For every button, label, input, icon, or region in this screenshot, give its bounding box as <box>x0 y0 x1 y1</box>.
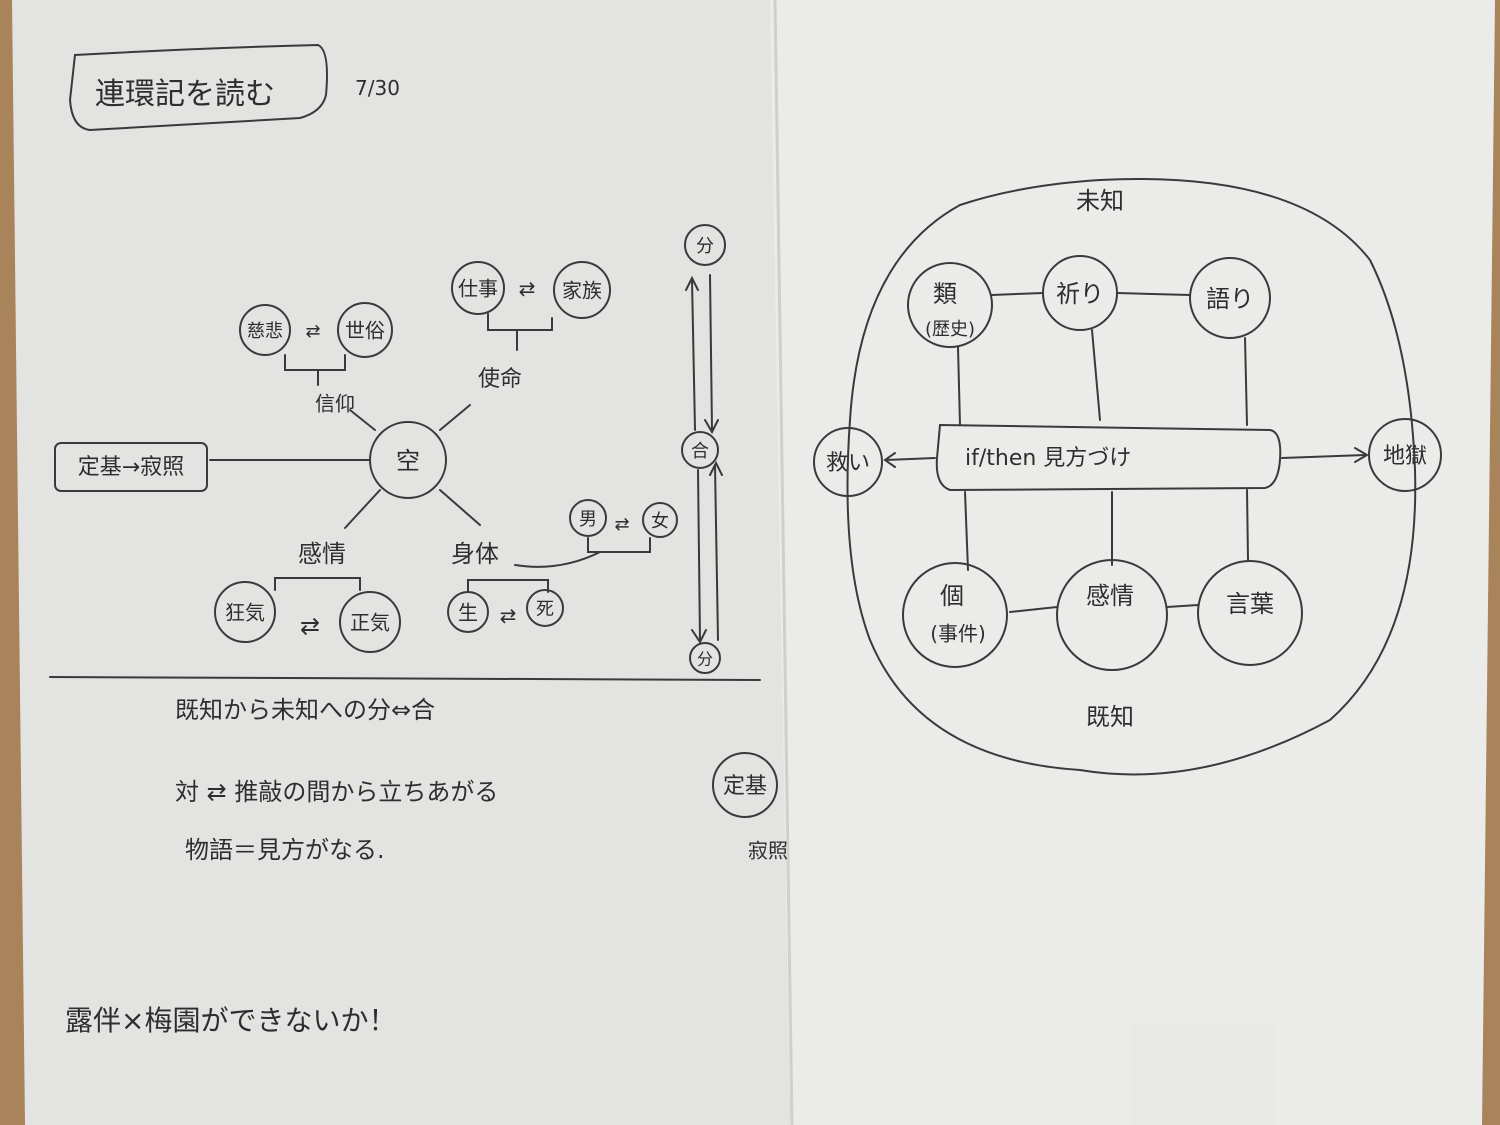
node-kazoku: 家族 <box>562 279 602 303</box>
right-page <box>770 0 1495 1125</box>
node-ko-sub: (事件) <box>930 622 986 646</box>
label-shintai: 身体 <box>451 540 499 568</box>
node-sei: 生 <box>458 601 478 625</box>
node-onna: 女 <box>651 511 669 532</box>
redacted-area <box>1130 1022 1275 1125</box>
center-bar-label: if/then 見方づけ <box>965 446 1131 471</box>
axis-bun-bottom: 分 <box>697 650 713 669</box>
node-kyoki: 狂気 <box>225 601 265 625</box>
right-diagram: 未知 既知 類 (歴史) 祈り 語り if/then 見方づけ 救い 地獄 個 … <box>813 178 1442 776</box>
node-sukui: 救い <box>826 451 870 476</box>
title-box: 連環記を読む 7/30 <box>68 43 400 132</box>
label-kichi: 既知 <box>1086 703 1134 731</box>
center-label: 空 <box>396 447 420 475</box>
node-kanjo: 感情 <box>1086 582 1134 610</box>
node-katari: 語り <box>1206 285 1254 313</box>
axis-go: 合 <box>691 441 709 462</box>
arrow-icon: ⇄ <box>305 321 320 342</box>
names-box-label: 定基→寂照 <box>78 455 184 480</box>
divider-line <box>49 676 761 681</box>
label-michi: 未知 <box>1076 187 1124 215</box>
side-note-circle: 定基 <box>723 774 767 799</box>
left-page <box>12 0 790 1125</box>
node-rui-sub: (歴史) <box>925 319 975 340</box>
node-rui: 類 <box>933 280 957 308</box>
node-shoki: 正気 <box>350 611 390 635</box>
date-text: 7/30 <box>355 76 400 100</box>
node-shigoto: 仕事 <box>458 277 498 301</box>
left-diagram: 空 定基→寂照 慈悲 ⇄ 世俗 信仰 仕事 ⇄ 家族 使命 感情 狂気 ⇄ 正気… <box>49 224 761 681</box>
title-text: 連環記を読む <box>95 77 275 112</box>
arrow-icon: ⇄ <box>300 612 320 640</box>
note-line-2: 対 ⇄ 推敲の間から立ちあがる <box>175 778 498 806</box>
arrow-icon: ⇄ <box>519 277 536 301</box>
center-bar <box>935 423 1282 492</box>
node-inori: 祈り <box>1056 280 1104 308</box>
label-shimei: 使命 <box>478 367 522 392</box>
arrow-icon: ⇄ <box>614 514 629 535</box>
node-kotoba: 言葉 <box>1226 590 1274 618</box>
page-fold <box>773 0 794 1125</box>
arrow-icon: ⇄ <box>500 604 517 628</box>
names-box <box>54 442 208 492</box>
node-jihi: 慈悲 <box>247 321 283 342</box>
label-shinko: 信仰 <box>315 392 355 416</box>
note-line-3: 物語＝見方がなる. <box>185 836 385 864</box>
footer-note: 露伴×梅園ができないか！ <box>65 1004 396 1037</box>
node-jigoku: 地獄 <box>1383 444 1427 469</box>
node-shi: 死 <box>536 599 554 620</box>
side-note-name: 寂照 <box>748 839 788 863</box>
node-sezoku: 世俗 <box>345 319 385 343</box>
note-line-1: 既知から未知への分⇔合 <box>175 696 435 724</box>
outer-oval <box>846 178 1417 776</box>
notes: 既知から未知への分⇔合 対 ⇄ 推敲の間から立ちあがる 物語＝見方がなる. 定基… <box>65 696 788 1037</box>
label-kanjo: 感情 <box>298 540 346 568</box>
node-otoko: 男 <box>579 509 597 530</box>
axis-bun-top: 分 <box>696 236 714 257</box>
node-ko: 個 <box>940 582 964 610</box>
